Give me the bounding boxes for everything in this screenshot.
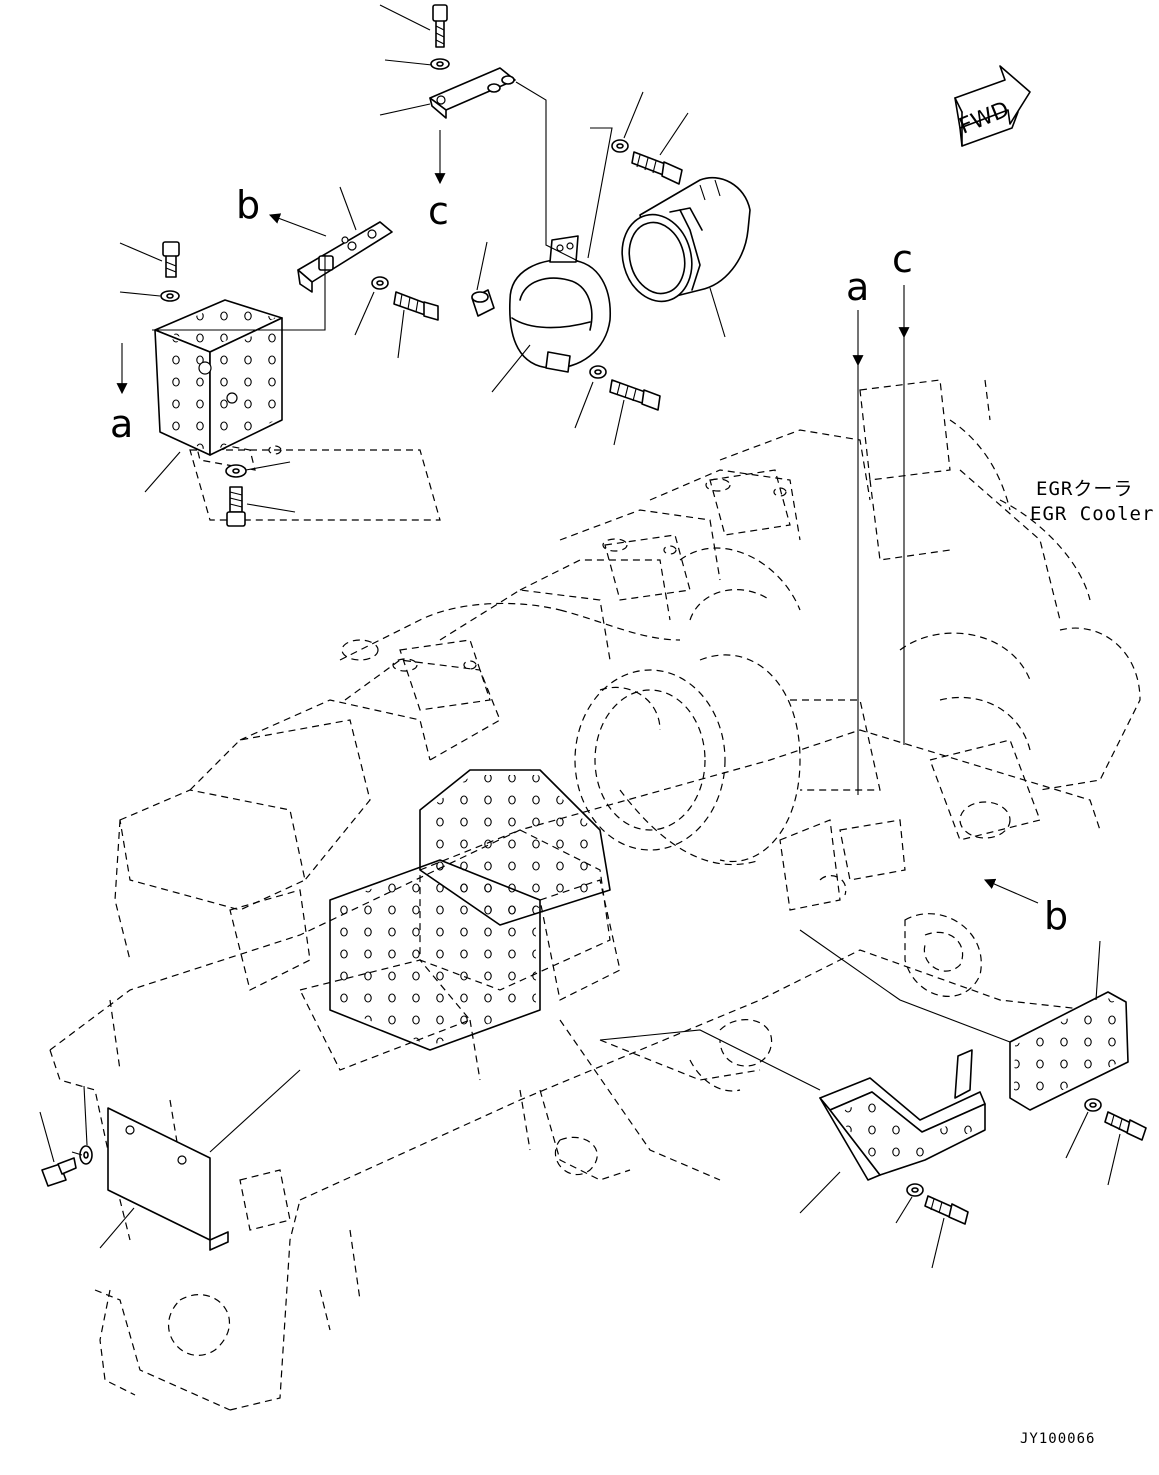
bracket-b-washer xyxy=(371,276,389,290)
bracket-b xyxy=(297,221,393,293)
leader-lines xyxy=(39,4,1121,1269)
lower-left-insulator xyxy=(107,1107,229,1251)
spacer-collar xyxy=(471,289,495,317)
box-bottom-bolt xyxy=(226,486,246,527)
callout-a-engine: a xyxy=(846,265,869,309)
callout-a-left: a xyxy=(110,402,133,446)
egr-note-jp: EGRクーラ xyxy=(1036,478,1133,500)
lower-left-washer xyxy=(79,1145,93,1165)
top-washer xyxy=(430,58,450,70)
box-bottom-washer xyxy=(225,464,247,478)
bracket-b-bolt xyxy=(393,291,439,321)
lower-right-insulator-plate xyxy=(1009,991,1129,1111)
lower-left-bolt xyxy=(41,1157,77,1187)
fwd-arrow-icon xyxy=(954,65,1031,147)
callout-c-top: c xyxy=(428,189,449,233)
clamp-bolt xyxy=(609,379,661,411)
bracket-c xyxy=(429,67,516,119)
callout-b-top: b xyxy=(236,183,260,227)
lower-right-bracket-washer xyxy=(906,1183,924,1197)
cylinder-heads xyxy=(114,429,871,961)
lower-right-plate-washer xyxy=(1084,1098,1102,1112)
top-bolt xyxy=(432,4,448,48)
lower-right-plate-bolt xyxy=(1104,1111,1147,1141)
sleeve-bolt xyxy=(631,151,683,185)
reference-arrows xyxy=(116,130,1039,904)
box-top-washer xyxy=(160,290,180,302)
lower-right-bracket-bolt xyxy=(924,1195,969,1225)
heat-shield-box xyxy=(154,299,283,456)
box-top-bolt xyxy=(162,241,180,278)
clamp-washer xyxy=(589,365,607,379)
fwd-label: FWD xyxy=(956,97,1013,139)
callout-c-engine: c xyxy=(892,237,913,281)
egr-note-en: EGR Cooler xyxy=(1030,503,1154,525)
drawing-code: JY100066 xyxy=(1020,1431,1095,1447)
lower-right-bracket xyxy=(819,1049,986,1181)
insulation-sleeve xyxy=(621,176,751,303)
sleeve-washer xyxy=(611,139,629,153)
callout-b-engine: b xyxy=(1044,894,1068,938)
clamp-band xyxy=(509,235,611,373)
installed-insulator-manifold xyxy=(329,859,541,1051)
